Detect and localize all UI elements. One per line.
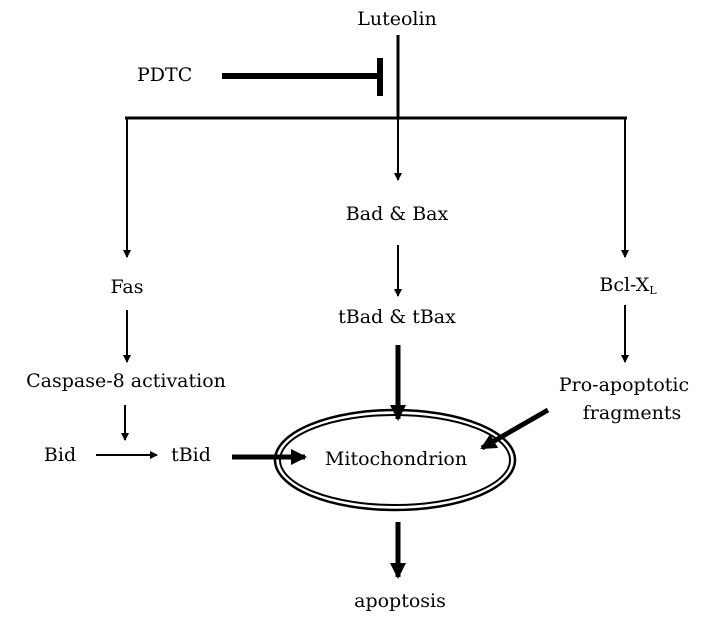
luteolin-label: Luteolin bbox=[357, 8, 437, 30]
bcl-xl-label: Bcl-XL bbox=[599, 274, 656, 302]
bad-bax-label: Bad & Bax bbox=[345, 203, 449, 225]
tbad-tbax-label: tBad & tBax bbox=[338, 306, 456, 328]
pro-apoptotic-line2: fragments bbox=[582, 402, 682, 424]
tbid-label: tBid bbox=[171, 444, 211, 466]
mitochondrion-inner-ellipse bbox=[279, 414, 511, 506]
pdtc-label: PDTC bbox=[137, 64, 193, 86]
bid-label: Bid bbox=[43, 444, 77, 466]
fas-label: Fas bbox=[110, 276, 144, 298]
bcl-xl-subscript: L bbox=[649, 284, 657, 297]
bcl-xl-main-text: Bcl-X bbox=[599, 274, 650, 296]
mitochondrion-label: Mitochondrion bbox=[324, 448, 468, 470]
arrow-fragments-to-mitochondrion bbox=[480, 407, 550, 451]
pro-apoptotic-line1: Pro-apoptotic bbox=[558, 374, 690, 396]
mitochondrion-outer-ellipse bbox=[273, 408, 517, 512]
caspase8-label: Caspase-8 activation bbox=[26, 370, 226, 392]
apoptosis-label: apoptosis bbox=[354, 590, 446, 612]
